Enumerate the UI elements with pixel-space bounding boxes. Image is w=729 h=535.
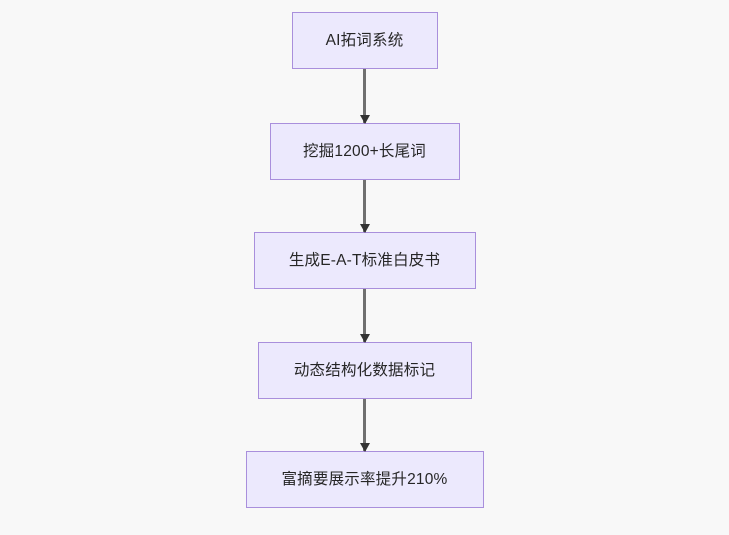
flow-node-mine-longtail-keywords[interactable]: 挖掘1200+长尾词: [269, 123, 460, 180]
arrow-line-icon: [363, 69, 366, 123]
flow-node-generate-eat-whitepaper[interactable]: 生成E-A-T标准白皮书: [253, 232, 476, 289]
arrow-head-icon: [359, 115, 370, 124]
arrow-line-icon: [363, 180, 366, 232]
flow-arrow-node3-to-node4: [355, 289, 375, 343]
diagram-top-spacer: [364, 0, 365, 12]
flow-arrow-node2-to-node3: [355, 180, 375, 233]
flow-node-dynamic-structured-data-markup[interactable]: 动态结构化数据标记: [257, 342, 472, 399]
flow-node-rich-snippet-impression-lift[interactable]: 富摘要展示率提升210%: [245, 451, 484, 508]
flow-arrow-node4-to-node5: [355, 399, 375, 452]
arrow-head-icon: [359, 224, 370, 233]
arrow-line-icon: [363, 399, 366, 451]
arrow-line-icon: [363, 289, 366, 342]
flow-arrow-node1-to-node2: [355, 69, 375, 124]
arrow-head-icon: [359, 443, 370, 452]
arrow-head-icon: [359, 334, 370, 343]
flow-node-ai-keyword-system[interactable]: AI拓词系统: [291, 12, 438, 69]
